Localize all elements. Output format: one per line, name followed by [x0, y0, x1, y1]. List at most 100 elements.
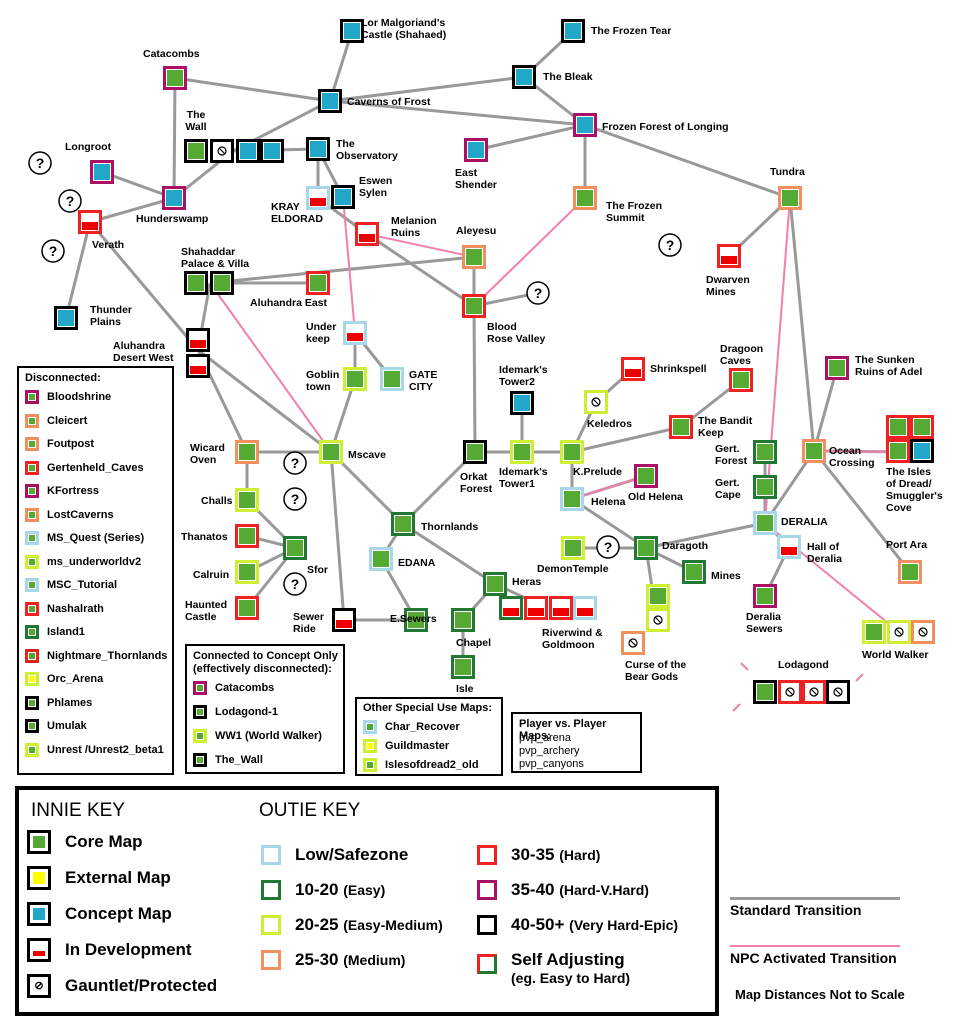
map-key: INNIE KEY OUTIE KEY Core Map External Ma…	[15, 786, 719, 1016]
node-label: Longroot	[65, 141, 112, 153]
map-node[interactable]	[573, 113, 597, 137]
map-node[interactable]	[584, 390, 608, 414]
map-node[interactable]	[499, 596, 597, 620]
map-node[interactable]	[753, 680, 850, 704]
map-node[interactable]	[235, 596, 259, 620]
map-node[interactable]	[235, 488, 259, 512]
map-node[interactable]	[306, 186, 330, 210]
outie-vhard-label: 35-40	[511, 880, 555, 899]
legend-label: Phlames	[47, 696, 93, 709]
map-node[interactable]	[561, 536, 585, 560]
map-node[interactable]	[729, 368, 753, 392]
map-node[interactable]	[306, 137, 330, 161]
map-node[interactable]	[343, 367, 367, 391]
map-node[interactable]	[369, 547, 393, 571]
outie-low: Low/Safezone	[261, 845, 408, 865]
legend-swatch	[25, 719, 39, 733]
map-node[interactable]	[753, 440, 777, 464]
map-node[interactable]	[634, 536, 658, 560]
map-node[interactable]	[235, 440, 259, 464]
map-node[interactable]	[343, 321, 367, 345]
map-node[interactable]	[573, 186, 597, 210]
npc-transition	[571, 475, 647, 500]
special-use-item: Guildmaster	[363, 736, 449, 756]
map-node[interactable]	[340, 19, 364, 43]
node-label-line: Melanion	[391, 215, 437, 227]
map-node[interactable]	[862, 620, 935, 644]
unknown-destination-marker: ?	[283, 572, 307, 596]
legend-label: Catacombs	[215, 682, 275, 694]
map-node[interactable]	[560, 487, 584, 511]
map-node[interactable]	[283, 536, 307, 560]
map-tile-fill	[344, 23, 360, 39]
map-node[interactable]	[483, 572, 507, 596]
legend-swatch	[25, 695, 39, 710]
map-node[interactable]	[561, 19, 585, 43]
map-node[interactable]	[162, 186, 186, 210]
map-node[interactable]	[621, 584, 670, 655]
node-label-line: Ruins of Adel	[855, 366, 922, 378]
gauntlet-icon	[833, 687, 843, 697]
map-node[interactable]	[463, 440, 487, 464]
map-node[interactable]	[510, 391, 534, 415]
node-label-line: Sewers	[746, 623, 783, 635]
map-node[interactable]	[512, 65, 536, 89]
map-node[interactable]	[163, 66, 187, 90]
map-tile-fill	[806, 443, 822, 459]
map-tile-fill	[166, 190, 182, 206]
map-node[interactable]	[184, 139, 284, 163]
map-node[interactable]	[753, 511, 777, 535]
map-node[interactable]	[778, 186, 802, 210]
map-node[interactable]	[621, 357, 645, 381]
map-node[interactable]	[235, 524, 259, 548]
node-label-line: Wall	[185, 121, 206, 133]
map-node[interactable]	[717, 244, 741, 268]
gauntlet-icon	[785, 687, 795, 697]
map-node[interactable]	[184, 271, 234, 295]
map-node[interactable]	[331, 185, 355, 209]
map-tile-fill	[395, 516, 411, 532]
map-node[interactable]	[464, 138, 488, 162]
map-node[interactable]	[54, 306, 78, 330]
map-node[interactable]	[90, 160, 114, 184]
map-node[interactable]	[462, 294, 486, 318]
gauntlet-icon-slash	[834, 688, 842, 696]
map-node[interactable]	[332, 608, 356, 632]
map-node[interactable]	[669, 415, 693, 439]
outie-vhard: 35-40 (Hard-V.Hard)	[477, 880, 649, 900]
map-node[interactable]	[898, 560, 922, 584]
node-label: World Walker	[862, 649, 929, 661]
map-node[interactable]	[886, 415, 934, 463]
map-node[interactable]	[186, 328, 210, 378]
map-node[interactable]	[306, 271, 330, 295]
map-node[interactable]	[318, 89, 342, 113]
map-node[interactable]	[777, 535, 801, 559]
map-node[interactable]	[753, 475, 777, 499]
map-node[interactable]	[391, 512, 415, 536]
map-node[interactable]	[753, 584, 777, 608]
map-node[interactable]	[380, 367, 404, 391]
map-node[interactable]	[462, 245, 486, 269]
map-node[interactable]	[451, 608, 475, 632]
map-node[interactable]	[451, 655, 475, 679]
map-node[interactable]	[235, 560, 259, 584]
pvp-title: Player vs. Player Maps:	[519, 718, 607, 742]
map-node[interactable]	[404, 608, 428, 632]
map-node[interactable]	[825, 356, 849, 380]
map-node[interactable]	[319, 440, 343, 464]
map-node[interactable]	[682, 560, 706, 584]
map-node[interactable]	[634, 464, 658, 488]
unknown-marker-text: ?	[604, 539, 613, 555]
node-label: Thornlands	[421, 521, 478, 533]
unknown-marker-circle	[283, 487, 307, 511]
node-label-line: Daragoth	[662, 540, 708, 552]
map-node[interactable]	[78, 210, 102, 234]
map-node[interactable]	[510, 440, 534, 464]
map-node[interactable]	[355, 222, 379, 246]
map-node[interactable]	[560, 440, 584, 464]
node-label-line: keep	[306, 333, 330, 345]
map-node[interactable]	[802, 439, 826, 463]
